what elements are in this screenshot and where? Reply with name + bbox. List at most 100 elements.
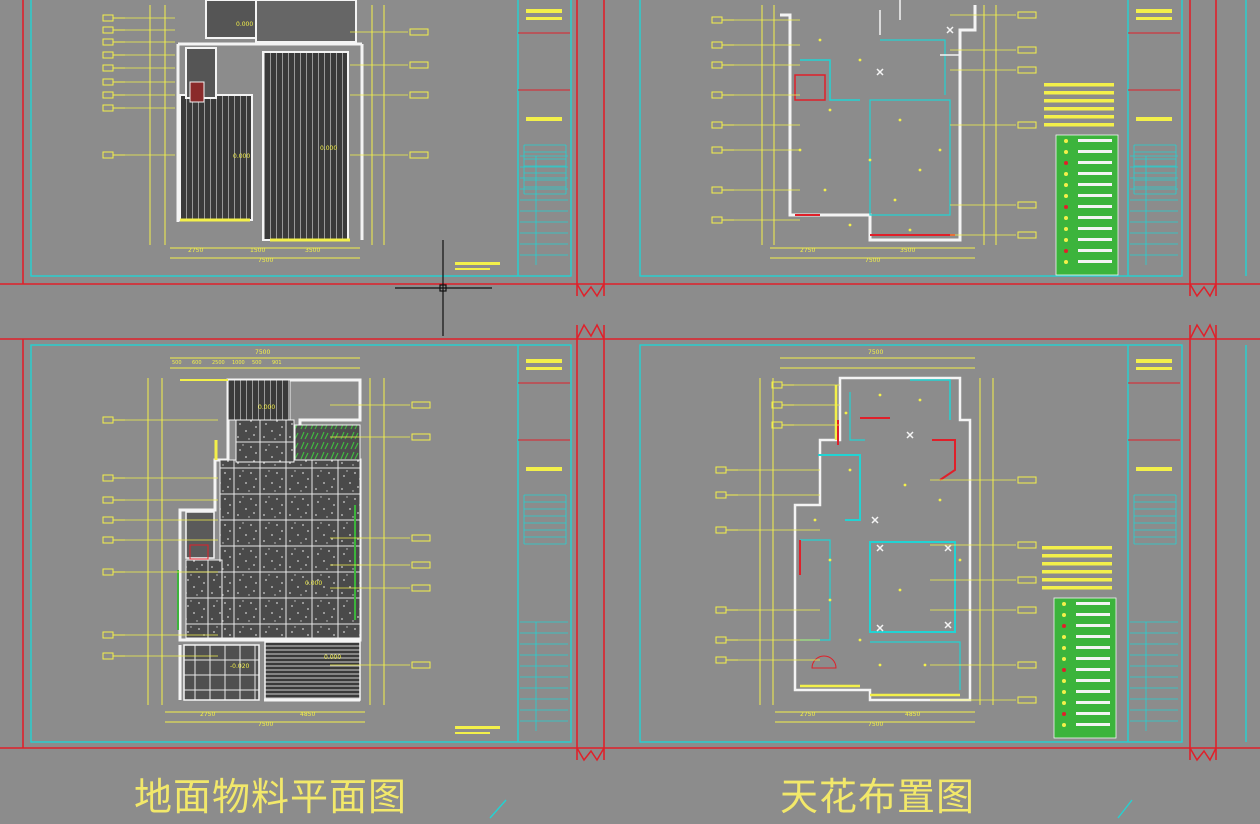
title-block-text: [526, 359, 562, 363]
downlight-icon: [918, 398, 922, 402]
legend-text: [1076, 668, 1110, 671]
legend-symbol: [1062, 646, 1066, 650]
dimension-label: 500: [172, 360, 182, 366]
dimension-label: 1000: [232, 360, 245, 366]
legend-symbol: [1064, 216, 1068, 220]
legend-heading-text: [1044, 123, 1114, 127]
legend-heading-text: [1044, 107, 1114, 111]
legend-symbol: [1064, 172, 1068, 176]
annotation-tag: [102, 652, 114, 660]
annotation-tag: [1017, 576, 1037, 584]
light-fixture-icon: [946, 26, 954, 34]
annotation-tag: [1017, 476, 1037, 484]
legend-heading-text: [1042, 554, 1112, 558]
downlight-icon: [828, 598, 832, 602]
decorative-stroke: [1117, 799, 1133, 819]
legend-symbol: [1062, 624, 1066, 628]
dimension-label: 2750: [800, 711, 815, 718]
annotation-tag: [102, 51, 114, 59]
annotation-tag: [102, 474, 114, 482]
legend-heading-text: [1042, 570, 1112, 574]
legend-text: [1076, 624, 1110, 627]
annotation-tag: [102, 38, 114, 46]
legend-text: [1078, 139, 1112, 142]
annotation-tag: [715, 606, 727, 614]
legend-heading-text: [1044, 115, 1114, 119]
light-fixture-icon: [876, 624, 884, 632]
legend-heading-text: [1042, 586, 1112, 590]
dimension-label: 7500: [868, 721, 883, 728]
legend-symbol: [1064, 227, 1068, 231]
annotation-tag: [411, 661, 431, 669]
annotation-tag: [711, 41, 723, 49]
annotation-tag: [1017, 661, 1037, 669]
dimension-label: 500: [252, 360, 262, 366]
legend-symbol: [1064, 260, 1068, 264]
annotation-tag: [711, 146, 723, 154]
title-block-text: [1136, 367, 1172, 370]
cad-crosshair-cursor-icon: [395, 240, 492, 336]
downlight-icon: [868, 158, 872, 162]
dimension-label: 1500: [250, 247, 265, 254]
legend-symbol: [1062, 712, 1066, 716]
legend-heading-text: [1042, 562, 1112, 566]
annotation-tag: [102, 91, 114, 99]
annotation-tag: [1017, 66, 1037, 74]
annotation-tag: [1017, 696, 1037, 704]
annotation-tag: [711, 16, 723, 24]
annotation-tag: [1017, 541, 1037, 549]
legend-symbol: [1064, 183, 1068, 187]
annotation-tag: [411, 433, 431, 441]
dimension-label: 3500: [900, 247, 915, 254]
plan-ceiling-layout: 7500 2750 4850 7500: [715, 349, 1117, 739]
dimension-label: 2750: [188, 247, 203, 254]
legend-text: [1078, 227, 1112, 230]
sheet-title-bar: [455, 726, 500, 729]
legend-text: [1076, 690, 1110, 693]
dimension-label: 2750: [800, 247, 815, 254]
legend-text: [1078, 183, 1112, 186]
legend-text: [1078, 260, 1112, 263]
floor-level-label: 0.000: [320, 145, 337, 152]
title-block-text: [526, 367, 562, 370]
downlight-icon: [848, 223, 852, 227]
annotation-tag: [1017, 46, 1037, 54]
downlight-icon: [898, 118, 902, 122]
light-fixture-icon: [871, 516, 879, 524]
sheet-title-bar: [455, 262, 500, 265]
title-block-text: [1136, 17, 1172, 20]
ceiling-layout-plan-caption: 天花布置图: [780, 775, 976, 819]
annotation-tag: [1017, 11, 1037, 19]
annotation-tag: [102, 104, 114, 112]
annotation-tag: [715, 636, 727, 644]
downlight-icon: [848, 468, 852, 472]
title-block-text: [1136, 467, 1172, 471]
downlight-icon: [938, 498, 942, 502]
legend-heading-text: [1044, 83, 1114, 87]
legend-text: [1078, 205, 1112, 208]
legend-heading-text: [1042, 578, 1112, 582]
annotation-tag: [102, 496, 114, 504]
downlight-icon: [898, 588, 902, 592]
legend-symbol: [1062, 679, 1066, 683]
floor-level-label: 0.000: [324, 654, 341, 661]
drawing-break-mark-icon: [576, 283, 1217, 762]
legend-text: [1076, 657, 1110, 660]
legend-symbol: [1064, 249, 1068, 253]
sheet-frames: [30, 0, 1247, 743]
title-block-text: [526, 117, 562, 121]
legend-symbol: [1062, 657, 1066, 661]
annotation-tag: [715, 526, 727, 534]
downlight-icon: [813, 518, 817, 522]
legend-text: [1078, 238, 1112, 241]
legend-text: [1078, 161, 1112, 164]
light-fixture-icon: [906, 431, 914, 439]
dimension-label: 600: [192, 360, 202, 366]
legend-text: [1078, 150, 1112, 153]
legend-heading-text: [1042, 546, 1112, 550]
dimension-label: 7500: [258, 257, 273, 264]
downlight-icon: [908, 228, 912, 232]
sheet-title-bar: [455, 268, 490, 270]
